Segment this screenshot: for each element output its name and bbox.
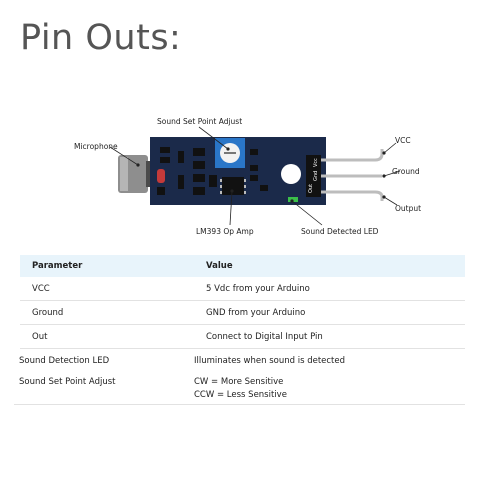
label-led: Sound Detected LED <box>301 227 379 236</box>
pin-label-out: Out <box>308 184 314 193</box>
label-output: Output <box>395 204 422 213</box>
table-row: Out Connect to Digital Input Pin <box>20 325 465 349</box>
pin-header <box>306 155 321 197</box>
led-icon <box>288 197 298 202</box>
sensor-board-illustration: Out Gnd Vcc <box>109 126 401 226</box>
label-vcc: VCC <box>395 136 411 145</box>
pin-label-gnd: Gnd <box>313 171 319 181</box>
value-cell: 5 Vdc from your Arduino <box>206 284 310 294</box>
table-row: Sound Set Point Adjust CW = More Sensiti… <box>14 372 465 405</box>
op-amp-chip <box>222 177 244 195</box>
table-row: Sound Detection LED Illuminates when sou… <box>14 349 465 372</box>
label-microphone: Microphone <box>74 142 118 151</box>
header-value: Value <box>206 261 233 271</box>
table-row: VCC 5 Vdc from your Arduino <box>20 277 465 301</box>
param-cell: Sound Set Point Adjust <box>19 377 116 387</box>
label-set-point: Sound Set Point Adjust <box>157 117 243 126</box>
value-cell: CW = More Sensitive CCW = Less Sensitive <box>194 376 287 402</box>
page-title: Pin Outs: <box>20 18 182 58</box>
mounting-hole <box>281 164 301 184</box>
value-line: CCW = Less Sensitive <box>194 390 287 400</box>
header-parameter: Parameter <box>32 261 83 271</box>
pin-label-vcc: Vcc <box>313 158 319 167</box>
value-cell: Connect to Digital Input Pin <box>206 332 323 342</box>
param-cell: VCC <box>32 284 50 294</box>
vcc-pin <box>321 149 384 162</box>
label-op-amp: LM393 Op Amp <box>196 227 254 236</box>
table-header: Parameter Value <box>20 255 465 277</box>
value-cell: GND from your Arduino <box>206 308 306 318</box>
label-ground: Ground <box>392 167 420 176</box>
param-cell: Sound Detection LED <box>19 356 110 366</box>
pinout-diagram: Out Gnd Vcc Microphone Sound Set Point A… <box>0 105 500 245</box>
param-cell: Ground <box>32 308 64 318</box>
value-line: CW = More Sensitive <box>194 377 284 387</box>
param-cell: Out <box>32 332 48 342</box>
table-row: Ground GND from your Arduino <box>20 301 465 325</box>
parameter-table: Parameter Value VCC 5 Vdc from your Ardu… <box>14 255 465 405</box>
output-pin <box>321 190 384 201</box>
value-cell: Illuminates when sound is detected <box>194 356 346 366</box>
